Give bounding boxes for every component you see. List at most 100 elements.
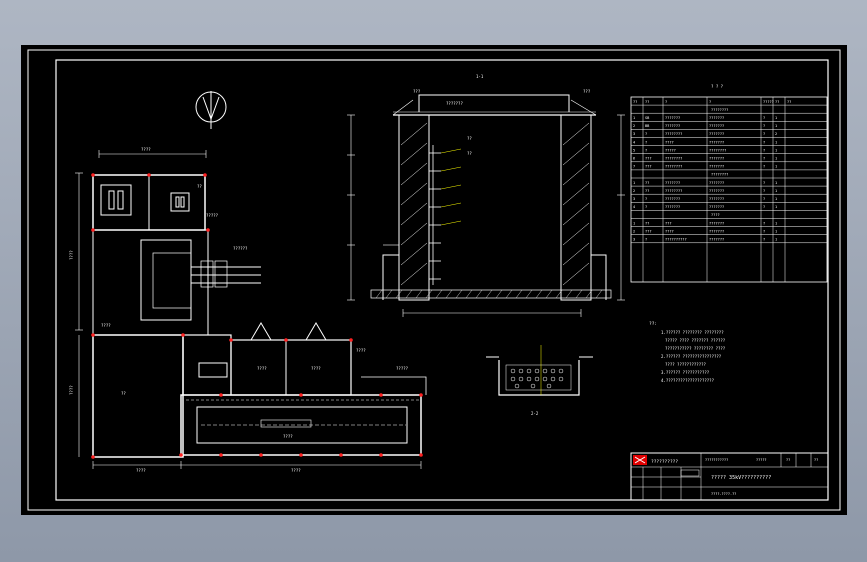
dim-left-lower: ???? [69,385,74,395]
section-label-2: ??????? [446,101,463,106]
table-cell: 6 [633,157,635,161]
table-cell: ?? [645,189,649,193]
table-group-title: ???????? [711,173,728,177]
table-title: ? ? ? [711,84,724,89]
table-cell: ??????? [665,116,680,120]
table-cell: ??? [645,229,652,233]
table-cell: ? [645,132,647,136]
table-cell: ??????? [665,197,680,201]
inner-border [55,59,829,501]
plan-label-1: ?????? [233,246,248,251]
section-1-1-title: 1-1 [476,74,484,79]
section-2-2: 2-2 [486,345,593,416]
table-cell: ? [763,132,765,136]
table-cell: ???????? [709,148,726,152]
plan-label-5: ???? [356,348,366,353]
table-cell: ?? [645,181,649,185]
table-cell: ??? [665,221,672,225]
section-2-2-title: 2-2 [531,411,539,416]
plan-label-6: ????? [396,366,409,371]
table-cell: ?????????? [665,238,687,242]
table-cell: 1 [633,116,635,120]
north-arrow-icon [195,91,227,129]
table-cell: ? [763,116,765,120]
company-name: ?????????? [651,459,678,465]
table-cell: ??????? [665,181,680,185]
table-cell: ? [645,238,647,242]
table-cell: ???????? [665,165,682,169]
note-line-6: 3.?????? ??????????? [661,370,710,375]
table-cell: ??????? [709,238,724,242]
table-group-title: ???????? [711,108,728,112]
table-cell: ? [763,124,765,128]
table-cell: ? [763,197,765,201]
table-header-cell: ?? [775,100,779,104]
table-cell: 1 [633,181,635,185]
table-header-cell: ?? [787,100,791,104]
table-cell: ??????? [709,181,724,185]
table-group-title: ???? [711,213,720,217]
table-cell: ? [645,197,647,201]
note-line-4: 2.?????? ???????????????? [661,354,722,359]
header-field-1: ??????????? [705,458,728,462]
table-header-cell: ?? [633,100,637,104]
table-cell: SB [645,116,649,120]
room-3: ???? [311,366,321,371]
table-cell: ? [763,140,765,144]
room-2: ???? [257,366,267,371]
table-cell: ??????? [665,124,680,128]
table-cell: ??????? [709,140,724,144]
table-header-cell: ? [709,100,711,104]
header-field-2: ????? [756,458,767,462]
note-line-7: 4.???????????????????? [661,378,715,383]
table-cell: 3 [633,197,635,201]
table-header-cell: ?? [645,100,649,104]
dim-bottom-right: ???? [291,468,301,473]
table-cell: ? [763,238,765,242]
table-cell: 1 [775,116,777,120]
table-cell: 1 [633,221,635,225]
table-cell: 1 [775,181,777,185]
table-cell: 4 [633,140,635,144]
table-cell: ???????? [665,189,682,193]
table-cell: ??????? [709,189,724,193]
table-cell: ? [763,189,765,193]
section-label-5: ??? [583,89,591,94]
outer-border [27,49,841,511]
plan-label-2: ????? [206,213,219,218]
logo-icon [633,455,647,465]
table-cell: 1 [775,197,777,201]
table-cell: ??????? [709,229,724,233]
notes: ??: 1.?????? ???????? ???????? ????? ???… [649,321,726,383]
table-cell: ??? [645,165,652,169]
table-cell: ? [763,165,765,169]
table-cell: 7 [633,165,635,169]
drawing-number: ????-????-?? [711,492,736,496]
table-cell: 1 [775,165,777,169]
table-cell: 1 [775,205,777,209]
table-cell: ??????? [709,157,724,161]
table-cell: 1 [775,157,777,161]
table-cell: ? [763,205,765,209]
header-field-3: ?? [786,458,790,462]
table-cell: ??????? [709,132,724,136]
table-cell: ? [763,229,765,233]
section-label-3: ?? [467,136,472,141]
table-cell: BB [645,124,649,128]
table-cell: 1 [775,140,777,144]
table-cell: 1 [775,124,777,128]
table-cell: ? [763,181,765,185]
table-cell: 1 [775,189,777,193]
title-block: ?????????? ??????????? ????? ?? ?? ?????… [630,452,829,501]
table-cell: ??????? [709,205,724,209]
table-cell: ? [645,148,647,152]
room-4: ???? [283,434,293,439]
table-cell: 2 [633,189,635,193]
table-cell: 5 [633,148,635,152]
table-cell: ???? [665,140,674,144]
table-cell: ??????? [709,165,724,169]
dim-top: ???? [141,147,151,152]
table-cell: ???????? [665,132,682,136]
header-field-4: ?? [814,458,818,462]
